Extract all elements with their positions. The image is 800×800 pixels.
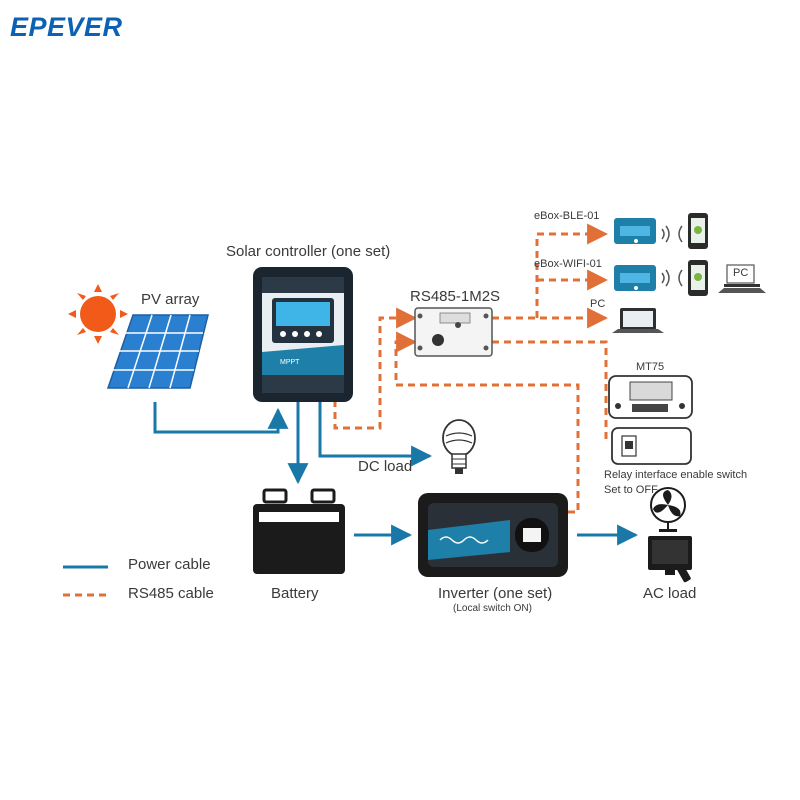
pc-badge-label: PC: [733, 267, 749, 279]
solar-controller-label: Solar controller (one set): [226, 243, 391, 260]
ebox-wifi-label: eBox-WIFI-01: [534, 258, 602, 270]
battery-icon: [253, 488, 345, 574]
legend: [63, 565, 108, 597]
laptop-icon: [612, 308, 664, 333]
mt75-back-icon: [611, 427, 692, 465]
tv-icon: [648, 536, 692, 583]
wireless-signal-icon: [661, 225, 683, 243]
ebox-wifi-icon: [614, 265, 656, 291]
pc-badge: [726, 264, 755, 284]
relay-switch-label: Relay interface enable switch: [604, 469, 748, 481]
laptop-icon: [718, 284, 766, 293]
inverter-label: Inverter (one set): [438, 585, 553, 602]
rs485-cable-trunk: [535, 223, 609, 318]
pv-array-label: PV array: [141, 291, 200, 308]
power-cable-pv-to-controller: [153, 402, 289, 434]
ac-load-label: AC load: [643, 585, 697, 602]
solar-panel-icon: [106, 314, 209, 389]
inverter-note: (Local switch ON): [453, 603, 532, 614]
mt75-meter-icon: [608, 375, 693, 419]
battery-label: Battery: [271, 585, 319, 602]
phone-icon: [688, 260, 708, 296]
legend-rs485-label: RS485 cable: [128, 585, 214, 602]
mt75-label: MT75: [636, 361, 665, 373]
power-cables: [153, 400, 639, 546]
pc-label: PC: [590, 298, 606, 310]
svg-text:MPPT: MPPT: [280, 359, 300, 366]
sun-icon: [68, 284, 128, 344]
dc-load-label: DC load: [358, 458, 413, 475]
ebox-ble-icon: [614, 218, 656, 244]
rs485-cables: [333, 223, 609, 514]
power-cable-controller-to-dcload: [318, 400, 433, 467]
rs485-module-label: RS485-1M2S: [410, 288, 501, 305]
brand-logo: EPEVER: [10, 12, 123, 42]
relay-switch-note: Set to OFF: [604, 484, 658, 496]
rs485-cable-inverter-loop: [394, 331, 580, 514]
solar-controller-icon: MPPT: [253, 267, 353, 402]
fan-icon: [650, 487, 686, 532]
phone-icon: [688, 213, 708, 249]
rs485-cable-controller-to-module: [333, 307, 418, 430]
legend-power-label: Power cable: [128, 556, 211, 573]
wireless-signal-icon: [661, 269, 683, 287]
bulb-icon: [442, 419, 476, 474]
rs485-cable-module-to-mt75: [492, 340, 608, 442]
inverter-icon: [418, 493, 568, 577]
ebox-ble-label: eBox-BLE-01: [534, 210, 600, 222]
rs485-module-icon: [414, 307, 493, 357]
